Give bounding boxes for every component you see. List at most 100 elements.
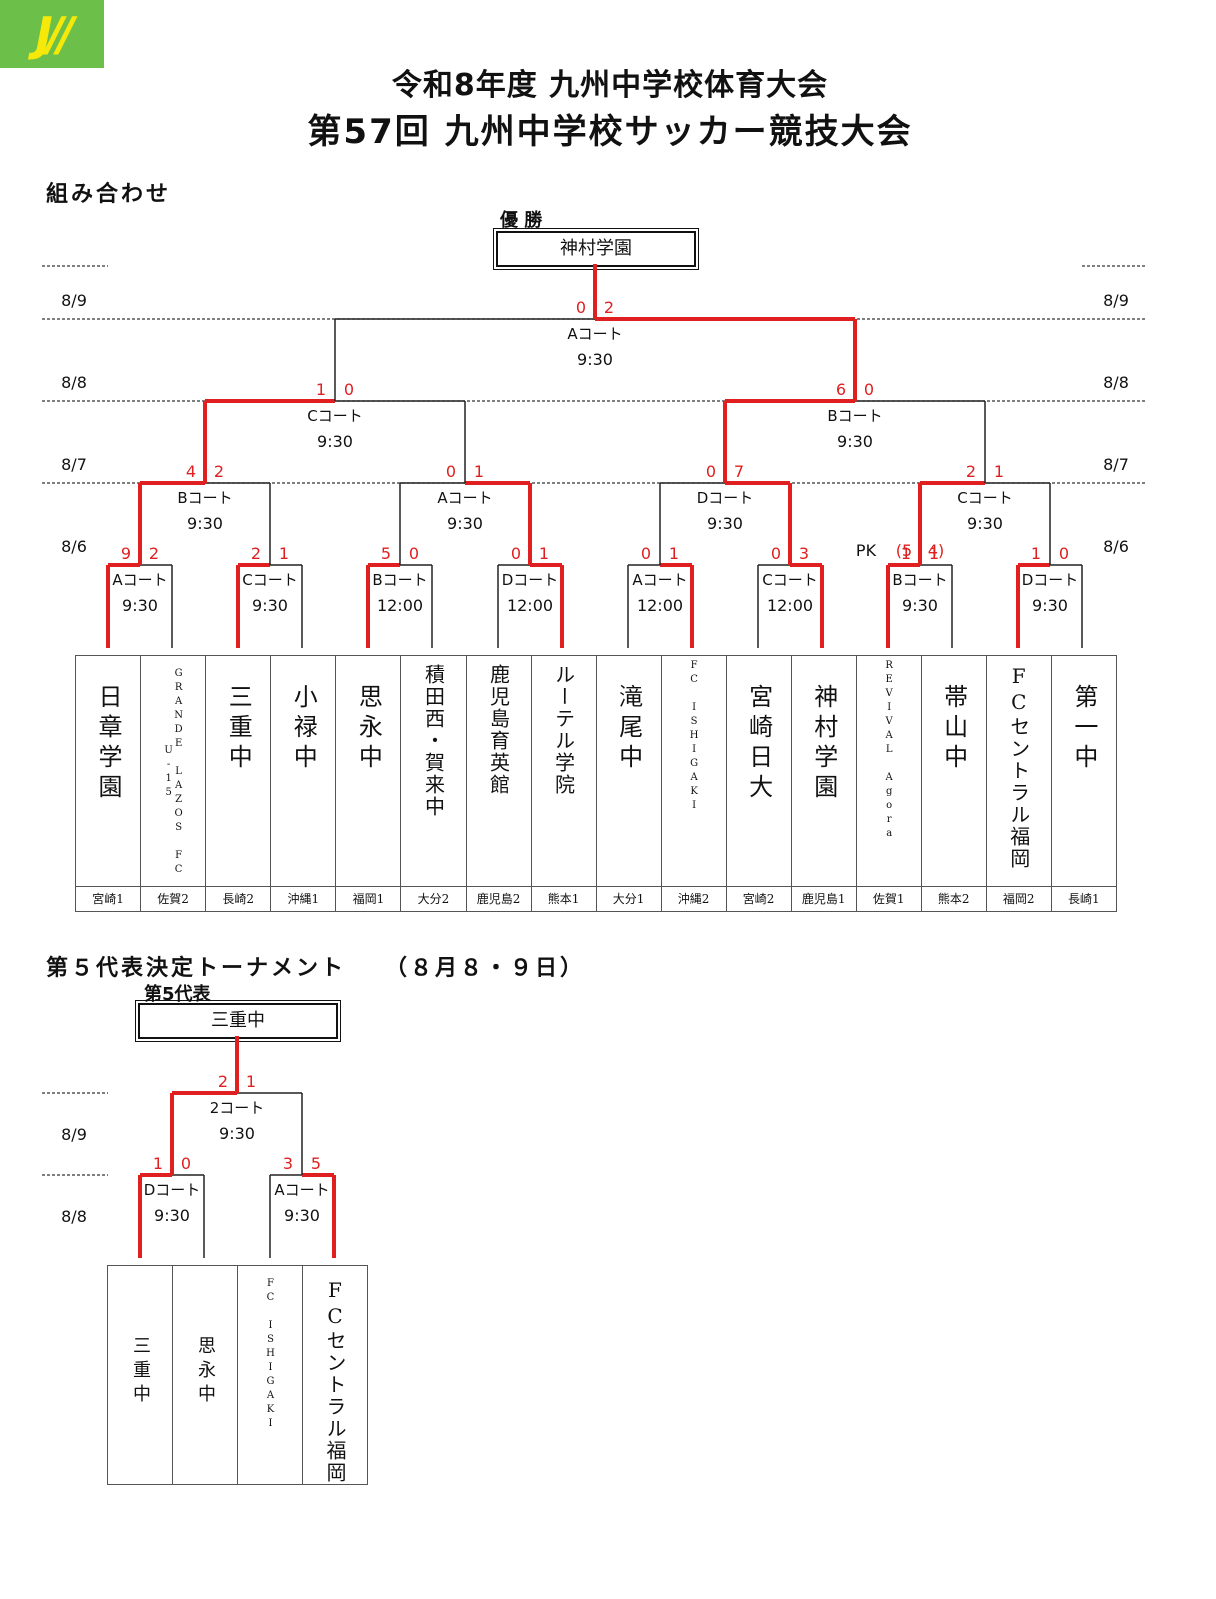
team-name: 思永中	[354, 684, 383, 774]
team-cell: 神村学園	[790, 655, 857, 887]
team-cell: 思永中	[172, 1265, 238, 1485]
court-label: Dコート	[1022, 571, 1079, 589]
team-prefecture: 宮崎2	[725, 886, 792, 912]
team-name: FCセントラル福岡	[323, 1278, 347, 1484]
score-label: 2	[966, 462, 976, 481]
team-cell: FC ISHIGAKI	[660, 655, 727, 887]
jfa-logo: J//	[0, 0, 104, 68]
court-label: Cコート	[762, 571, 817, 589]
score-label: 2	[251, 544, 261, 563]
score-label: 1	[669, 544, 679, 563]
main-team-table: 日章学園 GRANDE LAZOS FC U-15 三重中小禄中思永中 積田西・賀来中…	[74, 655, 1118, 912]
court-label: Aコート	[274, 1181, 329, 1199]
time-label: 9:30	[447, 514, 483, 533]
time-label: 9:30	[122, 596, 158, 615]
score-label: 1	[246, 1072, 256, 1091]
date-label-left: 8/8	[61, 1207, 87, 1226]
date-label-left: 8/9	[61, 291, 87, 310]
score-label: 0	[706, 462, 716, 481]
score-label: 2	[149, 544, 159, 563]
team-prefecture: 大分1	[595, 886, 662, 912]
score-label: 1	[474, 462, 484, 481]
team-cell: 三重中	[205, 655, 272, 887]
team-name: 神村学園	[809, 684, 838, 804]
court-label: Bコート	[372, 571, 427, 589]
court-label: Aコート	[567, 325, 622, 343]
team-prefecture: 長崎2	[205, 886, 272, 912]
team-name: 日章学園	[94, 684, 123, 804]
team-cell: 滝尾中	[595, 655, 662, 887]
score-label: 9	[121, 544, 131, 563]
time-label: 12:00	[767, 596, 813, 615]
time-label: 9:30	[577, 350, 613, 369]
title-line2: 第57回 九州中学校サッカー競技大会	[307, 112, 913, 152]
score-label: 0	[864, 380, 874, 399]
court-label: Cコート	[242, 571, 297, 589]
date-label-right: 8/6	[1103, 537, 1129, 556]
score-label: 0	[1059, 544, 1069, 563]
score-label: 5	[311, 1154, 321, 1173]
team-cell: 小禄中	[270, 655, 337, 887]
court-label: Aコート	[112, 571, 167, 589]
team-cell: 三重中	[107, 1265, 173, 1485]
time-label: 9:30	[252, 596, 288, 615]
team-prefecture: 宮崎1	[74, 886, 142, 912]
time-label: 9:30	[707, 514, 743, 533]
court-label: 2コート	[210, 1099, 265, 1117]
team-cell: 宮崎日大	[725, 655, 792, 887]
score-label: 3	[799, 544, 809, 563]
score-label: 0	[181, 1154, 191, 1173]
court-label: Aコート	[437, 489, 492, 507]
score-label: 3	[283, 1154, 293, 1173]
score-label: 0	[576, 298, 586, 317]
team-name: ルーテル学院	[551, 664, 576, 796]
team-prefecture: 佐賀2	[140, 886, 207, 912]
team-prefecture: 沖縄1	[270, 886, 337, 912]
section-fifth-heading: 第５代表決定トーナメント （８月８・９日）	[46, 956, 586, 981]
court-label: Bコート	[892, 571, 947, 589]
score-label: 1	[539, 544, 549, 563]
team-prefecture: 大分2	[400, 886, 467, 912]
team-cell: ルーテル学院	[530, 655, 597, 887]
team-name: 三重中	[130, 1336, 151, 1408]
team-prefecture: 鹿児島1	[790, 886, 857, 912]
score-label: 0	[771, 544, 781, 563]
team-cell: 思永中	[335, 655, 402, 887]
court-label: Dコート	[697, 489, 754, 507]
time-label: 9:30	[837, 432, 873, 451]
score-label: 1	[994, 462, 1004, 481]
date-label-left: 8/8	[61, 373, 87, 392]
pk-label: PK	[856, 541, 877, 560]
time-label: 9:30	[284, 1206, 320, 1225]
score-label: 7	[734, 462, 744, 481]
team-name: 思永中	[195, 1336, 216, 1408]
team-name: 三重中	[224, 684, 253, 774]
team-name: FCセントラル福岡	[1006, 664, 1031, 870]
time-label: 12:00	[507, 596, 553, 615]
team-cell: FCセントラル福岡	[985, 655, 1052, 887]
score-label: 0	[511, 544, 521, 563]
score-label: 1	[929, 544, 939, 563]
team-prefecture: 福岡2	[985, 886, 1052, 912]
team-prefecture: 鹿児島2	[465, 886, 532, 912]
score-label: 1	[153, 1154, 163, 1173]
team-prefecture: 福岡1	[335, 886, 402, 912]
score-label: 1	[1031, 544, 1041, 563]
team-name: 滝尾中	[614, 684, 643, 774]
team-name: GRANDE LAZOS FC U-15	[163, 668, 185, 878]
date-label-left: 8/9	[61, 1125, 87, 1144]
score-label: 2	[214, 462, 224, 481]
team-name: 積田西・賀来中	[421, 664, 446, 818]
date-label-right: 8/7	[1103, 455, 1129, 474]
time-label: 9:30	[1032, 596, 1068, 615]
court-label: Dコート	[502, 571, 559, 589]
fifth-team-row: 三重中 思永中 FC ISHIGAKI FCセントラル福岡	[107, 1265, 368, 1485]
team-cell: 第一中	[1050, 655, 1118, 887]
team-cell: FC ISHIGAKI	[237, 1265, 303, 1485]
time-label: 9:30	[967, 514, 1003, 533]
score-label: 0	[641, 544, 651, 563]
team-cell: 鹿児島育英館	[465, 655, 532, 887]
court-label: Dコート	[144, 1181, 201, 1199]
score-label: 2	[218, 1072, 228, 1091]
